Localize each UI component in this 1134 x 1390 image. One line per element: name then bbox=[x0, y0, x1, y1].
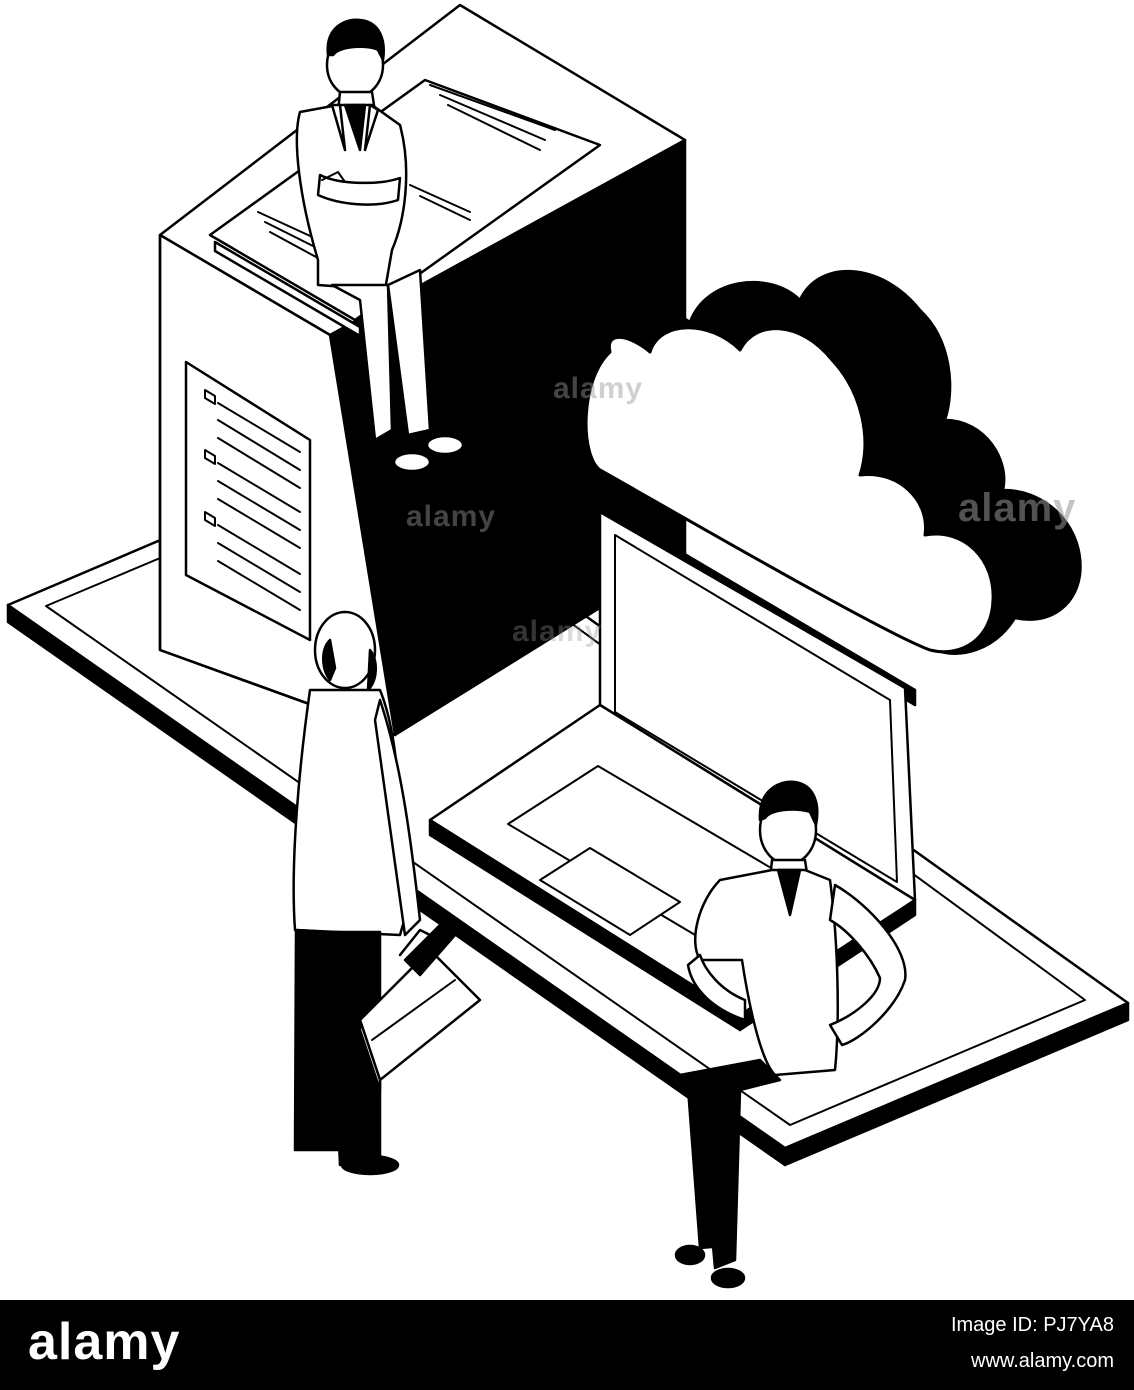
site-url: www.alamy.com bbox=[971, 1350, 1114, 1372]
cloud-icon bbox=[584, 270, 1082, 655]
businessman-sitting-on-phone bbox=[674, 780, 907, 1289]
businessman-with-briefcase bbox=[292, 610, 482, 1176]
businessman-sitting-on-server bbox=[295, 18, 465, 473]
isometric-cloud-computing-illustration bbox=[6, 3, 1130, 1289]
alamy-logo: alamy bbox=[28, 1313, 181, 1371]
image-id: Image ID: PJ7YA8 bbox=[950, 1314, 1114, 1336]
stock-footer-bar: alamy Image ID: PJ7YA8 www.alamy.com bbox=[0, 1300, 1134, 1390]
